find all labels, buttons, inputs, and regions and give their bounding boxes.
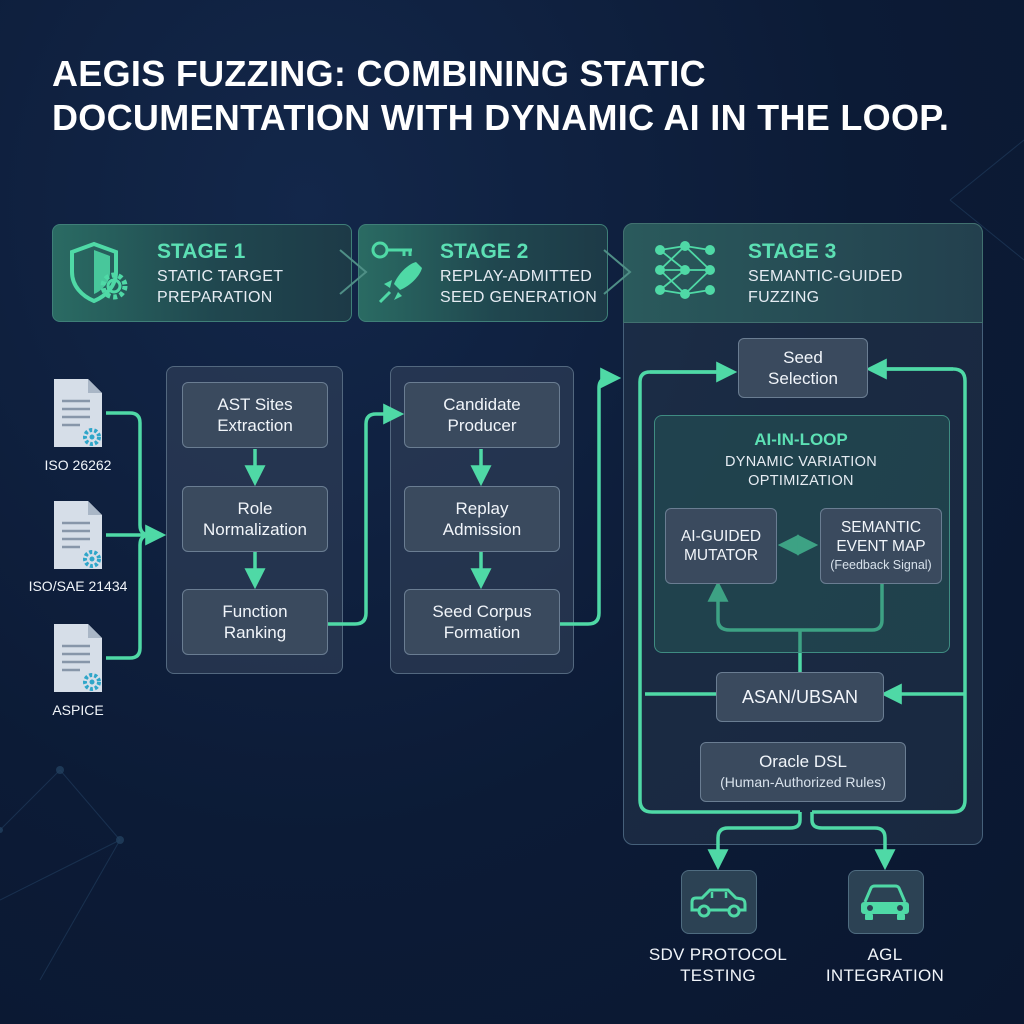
document-gear-icon bbox=[54, 624, 102, 692]
document-label-aspice: ASPICE bbox=[52, 702, 104, 718]
document-label-iso-sae-21434: ISO/SAE 21434 bbox=[28, 578, 128, 594]
replay-admission-line-2: Admission bbox=[442, 520, 522, 539]
stage-3-title-line-2: FUZZING bbox=[748, 289, 820, 306]
semantic-event-map-box: SEMANTIC EVENT MAP (Feedback Signal) bbox=[820, 508, 942, 584]
semantic-event-map-note: (Feedback Signal) bbox=[830, 557, 932, 572]
stage-1-title-line-1: STATIC TARGET bbox=[157, 268, 284, 285]
stage-3-label: STAGE 3 bbox=[748, 240, 837, 263]
candidate-producer-line-1: Candidate bbox=[443, 395, 521, 414]
replay-admission-line-1: Replay bbox=[455, 499, 509, 518]
ai-guided-mutator-line-1: AI-GUIDED bbox=[680, 528, 762, 545]
ai-in-loop-subtitle-line-1: DYNAMIC VARIATION bbox=[725, 454, 877, 470]
title-line-1: AEGIS FUZZING: COMBINING STATIC bbox=[52, 53, 706, 94]
stage-2-title: REPLAY-ADMITTED SEED GENERATION bbox=[440, 266, 597, 308]
seed-corpus-formation-line-1: Seed Corpus bbox=[432, 602, 532, 621]
agl-integration-line-1: AGL bbox=[867, 945, 903, 964]
candidate-producer-line-2: Producer bbox=[447, 416, 517, 435]
document-label-iso-26262: ISO 26262 bbox=[44, 457, 112, 473]
ai-in-loop-title: AI-IN-LOOP bbox=[754, 430, 848, 449]
ai-in-loop-subtitle-line-2: OPTIMIZATION bbox=[748, 473, 854, 489]
semantic-event-map-line-2: EVENT MAP bbox=[836, 537, 926, 555]
document-gear-icon bbox=[54, 379, 102, 447]
replay-admission-box: Replay Admission bbox=[404, 486, 560, 552]
semantic-event-map-line-1: SEMANTIC bbox=[840, 518, 922, 536]
ast-sites-extraction-box: AST Sites Extraction bbox=[182, 382, 328, 448]
role-normalization-line-2: Normalization bbox=[203, 520, 307, 539]
title-line-2: DOCUMENTATION WITH DYNAMIC AI IN THE LOO… bbox=[52, 97, 950, 138]
ai-guided-mutator-box: AI-GUIDED MUTATOR bbox=[665, 508, 777, 584]
page-title: AEGIS FUZZING: COMBINING STATIC DOCUMENT… bbox=[52, 52, 992, 140]
sdv-protocol-testing-line-2: TESTING bbox=[680, 966, 756, 985]
stage-2-title-line-2: SEED GENERATION bbox=[440, 289, 598, 306]
seed-selection-line-1: Seed bbox=[783, 348, 823, 367]
ast-sites-extraction-line-1: AST Sites bbox=[217, 395, 293, 414]
car-side-icon bbox=[690, 888, 747, 918]
asan-ubsan-box: ASAN/UBSAN bbox=[716, 672, 884, 722]
function-ranking-box: Function Ranking bbox=[182, 589, 328, 655]
role-normalization-box: Role Normalization bbox=[182, 486, 328, 552]
seed-corpus-formation-line-2: Formation bbox=[443, 623, 521, 642]
stage-3-title-line-1: SEMANTIC-GUIDED bbox=[748, 268, 903, 285]
seed-corpus-formation-box: Seed Corpus Formation bbox=[404, 589, 560, 655]
role-normalization-line-1: Role bbox=[237, 499, 273, 518]
seed-selection-box: Seed Selection bbox=[738, 338, 868, 398]
stage-1-label: STAGE 1 bbox=[157, 240, 246, 263]
agl-integration-line-2: INTEGRATION bbox=[825, 966, 945, 985]
ai-in-loop-subtitle: DYNAMIC VARIATION OPTIMIZATION bbox=[654, 453, 948, 491]
stage-1-title: STATIC TARGET PREPARATION bbox=[157, 266, 283, 308]
ast-sites-extraction-line-2: Extraction bbox=[217, 416, 293, 435]
agl-integration-label: AGL INTEGRATION bbox=[796, 944, 974, 986]
sdv-protocol-testing-line-1: SDV PROTOCOL bbox=[648, 945, 788, 964]
stage-chevrons bbox=[339, 249, 632, 295]
document-gear-icon bbox=[54, 501, 102, 569]
function-ranking-line-1: Function bbox=[222, 602, 288, 621]
key-rocket-icon bbox=[371, 241, 422, 304]
stage-2-header bbox=[358, 224, 608, 322]
stage-2-label: STAGE 2 bbox=[440, 240, 529, 263]
oracle-dsl-line-1: Oracle DSL bbox=[759, 752, 847, 771]
car-front-icon bbox=[861, 884, 909, 920]
stage-2-title-line-1: REPLAY-ADMITTED bbox=[440, 268, 593, 285]
ai-guided-mutator-line-2: MUTATOR bbox=[683, 547, 759, 564]
function-ranking-line-2: Ranking bbox=[223, 623, 287, 642]
sdv-protocol-testing-label: SDV PROTOCOL TESTING bbox=[630, 944, 806, 986]
neural-network-icon bbox=[655, 241, 715, 299]
seed-selection-line-2: Selection bbox=[768, 369, 838, 388]
stage-1-title-line-2: PREPARATION bbox=[157, 289, 273, 306]
candidate-producer-box: Candidate Producer bbox=[404, 382, 560, 448]
oracle-dsl-box: Oracle DSL (Human-Authorized Rules) bbox=[700, 742, 906, 802]
oracle-dsl-line-2: (Human-Authorized Rules) bbox=[720, 774, 886, 790]
shield-gear-icon bbox=[70, 241, 128, 304]
stage-3-title: SEMANTIC-GUIDED FUZZING bbox=[748, 266, 903, 308]
